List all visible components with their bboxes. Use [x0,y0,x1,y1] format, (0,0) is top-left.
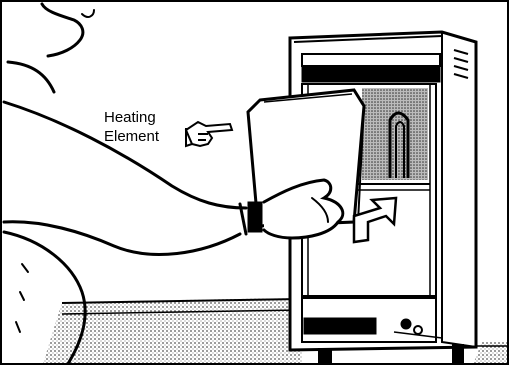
callout-line-2: Element [104,127,159,146]
callout-line-1: Heating [104,108,159,127]
pointing-hand-icon [186,122,232,146]
heating-element-callout: Heating Element [104,108,159,146]
